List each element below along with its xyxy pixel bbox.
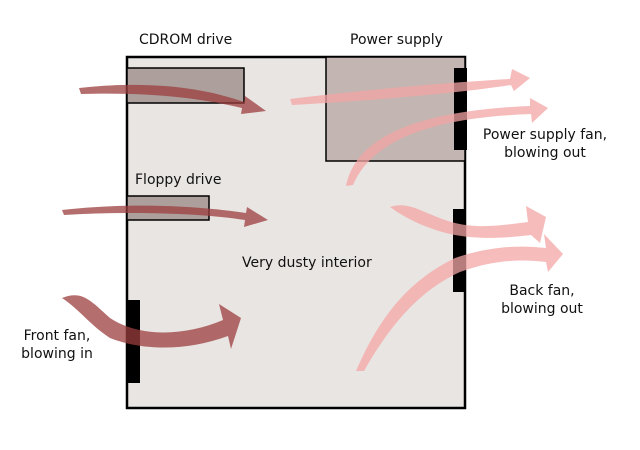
cdrom-drive-label: CDROM drive (139, 32, 233, 48)
front-fan-label-line1: Front fan, (23, 328, 91, 344)
back-fan-lower-airflow-arrow (356, 234, 563, 371)
airflow-in-arrows (62, 84, 268, 349)
back-fan-label-line2: blowing out (501, 301, 583, 317)
psu-upper-airflow-arrow (290, 69, 530, 105)
psu-lower-airflow-arrow (346, 98, 548, 186)
power-supply-label: Power supply (350, 32, 443, 48)
front-fan-label-line2: blowing in (21, 346, 93, 362)
power-supply-fan (454, 68, 467, 150)
power-supply-fan-label-line1: Power supply fan, (482, 127, 608, 143)
floppy-airflow-arrow (62, 205, 268, 227)
front-fan-label: Front fan, blowing in (14, 327, 100, 363)
floppy-drive-label: Floppy drive (135, 172, 222, 188)
interior-label: Very dusty interior (242, 255, 372, 271)
back-fan-label-line1: Back fan, (509, 283, 575, 299)
back-fan-upper-airflow-arrow (390, 205, 546, 243)
back-fan (453, 209, 466, 292)
airflow-out-arrows (290, 69, 563, 371)
front-fan-airflow-arrow (62, 295, 241, 349)
power-supply-fan-label-line2: blowing out (504, 145, 586, 161)
power-supply-box (325, 56, 466, 162)
power-supply-fan-label: Power supply fan, blowing out (480, 126, 610, 162)
back-fan-label: Back fan, blowing out (494, 282, 590, 318)
cdrom-airflow-arrow (79, 84, 266, 114)
